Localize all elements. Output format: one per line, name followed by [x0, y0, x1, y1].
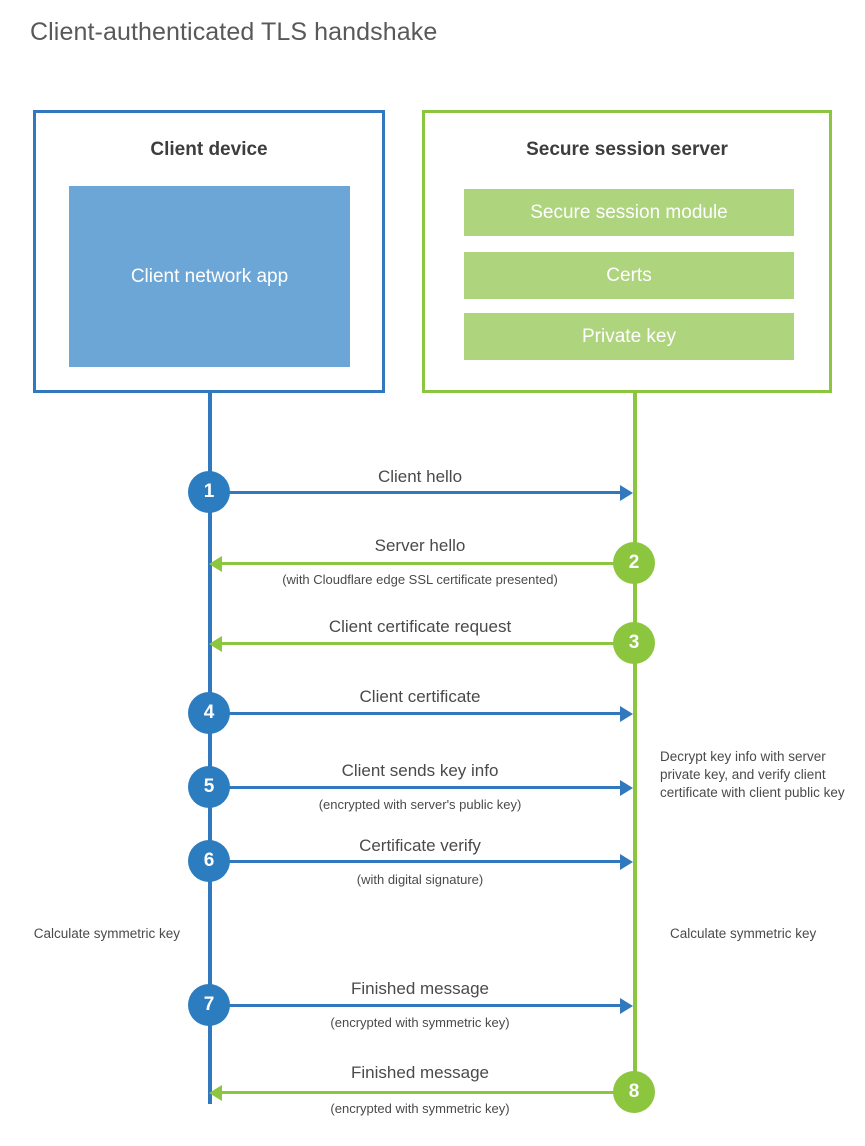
- step-4-arrow-head-icon: [620, 706, 633, 722]
- step-badge-4: 4: [188, 692, 230, 734]
- step-6-arrow-head-icon: [620, 854, 633, 870]
- step-7-label: Finished message: [351, 979, 489, 998]
- step-2-arrow-head-icon: [209, 556, 222, 572]
- step-8-label: Finished message: [351, 1063, 489, 1082]
- server-decrypt-note: Decrypt key info with server private key…: [660, 749, 845, 800]
- step-7-sublabel: (encrypted with symmetric key): [330, 1015, 510, 1030]
- server-calculate-symmetric-key-note: Calculate symmetric key: [670, 926, 817, 941]
- step-3-arrow-line: [222, 642, 624, 645]
- step-2-arrow-line: [222, 562, 624, 565]
- step-7-arrow-head-icon: [620, 998, 633, 1014]
- step-5-arrow-line: [210, 786, 624, 789]
- step-5-arrow-head-icon: [620, 780, 633, 796]
- step-badge-8: 8: [613, 1071, 655, 1113]
- page-title: Client-authenticated TLS handshake: [30, 18, 438, 46]
- client-device-box: Client device Client network app: [33, 110, 385, 393]
- client-lifeline: [208, 393, 212, 1104]
- step-6-label: Certificate verify: [359, 836, 481, 855]
- server-lifeline: [633, 393, 637, 1093]
- client-calculate-symmetric-key-note: Calculate symmetric key: [33, 926, 180, 941]
- client-network-app-block: Client network app: [69, 186, 350, 367]
- step-8-sublabel: (encrypted with symmetric key): [330, 1101, 510, 1116]
- step-1-arrow-line: [210, 491, 624, 494]
- step-1-arrow-head-icon: [620, 485, 633, 501]
- step-badge-2: 2: [613, 542, 655, 584]
- step-badge-3: 3: [613, 622, 655, 664]
- step-badge-6: 6: [188, 840, 230, 882]
- step-4-arrow-line: [210, 712, 624, 715]
- server-component-private-key: Private key: [464, 313, 794, 360]
- step-5-sublabel: (encrypted with server's public key): [318, 797, 522, 812]
- step-5-label: Client sends key info: [341, 761, 499, 780]
- step-2-label: Server hello: [374, 536, 466, 555]
- server-component-secure-session-module: Secure session module: [464, 189, 794, 236]
- step-6-sublabel: (with digital signature): [356, 872, 484, 887]
- step-8-arrow-head-icon: [209, 1085, 222, 1101]
- step-3-arrow-head-icon: [209, 636, 222, 652]
- step-6-arrow-line: [210, 860, 624, 863]
- step-4-label: Client certificate: [359, 687, 481, 706]
- step-2-sublabel: (with Cloudflare edge SSL certificate pr…: [282, 572, 558, 587]
- secure-session-server-title: Secure session server: [526, 139, 728, 160]
- step-1-label: Client hello: [377, 467, 463, 486]
- step-3-label: Client certificate request: [328, 617, 512, 636]
- step-badge-5: 5: [188, 766, 230, 808]
- step-8-arrow-line: [222, 1091, 624, 1094]
- client-device-title: Client device: [150, 139, 268, 160]
- server-component-certs: Certs: [464, 252, 794, 299]
- step-badge-1: 1: [188, 471, 230, 513]
- step-7-arrow-line: [210, 1004, 624, 1007]
- secure-session-server-box: Secure session server Secure session mod…: [422, 110, 832, 393]
- step-badge-7: 7: [188, 984, 230, 1026]
